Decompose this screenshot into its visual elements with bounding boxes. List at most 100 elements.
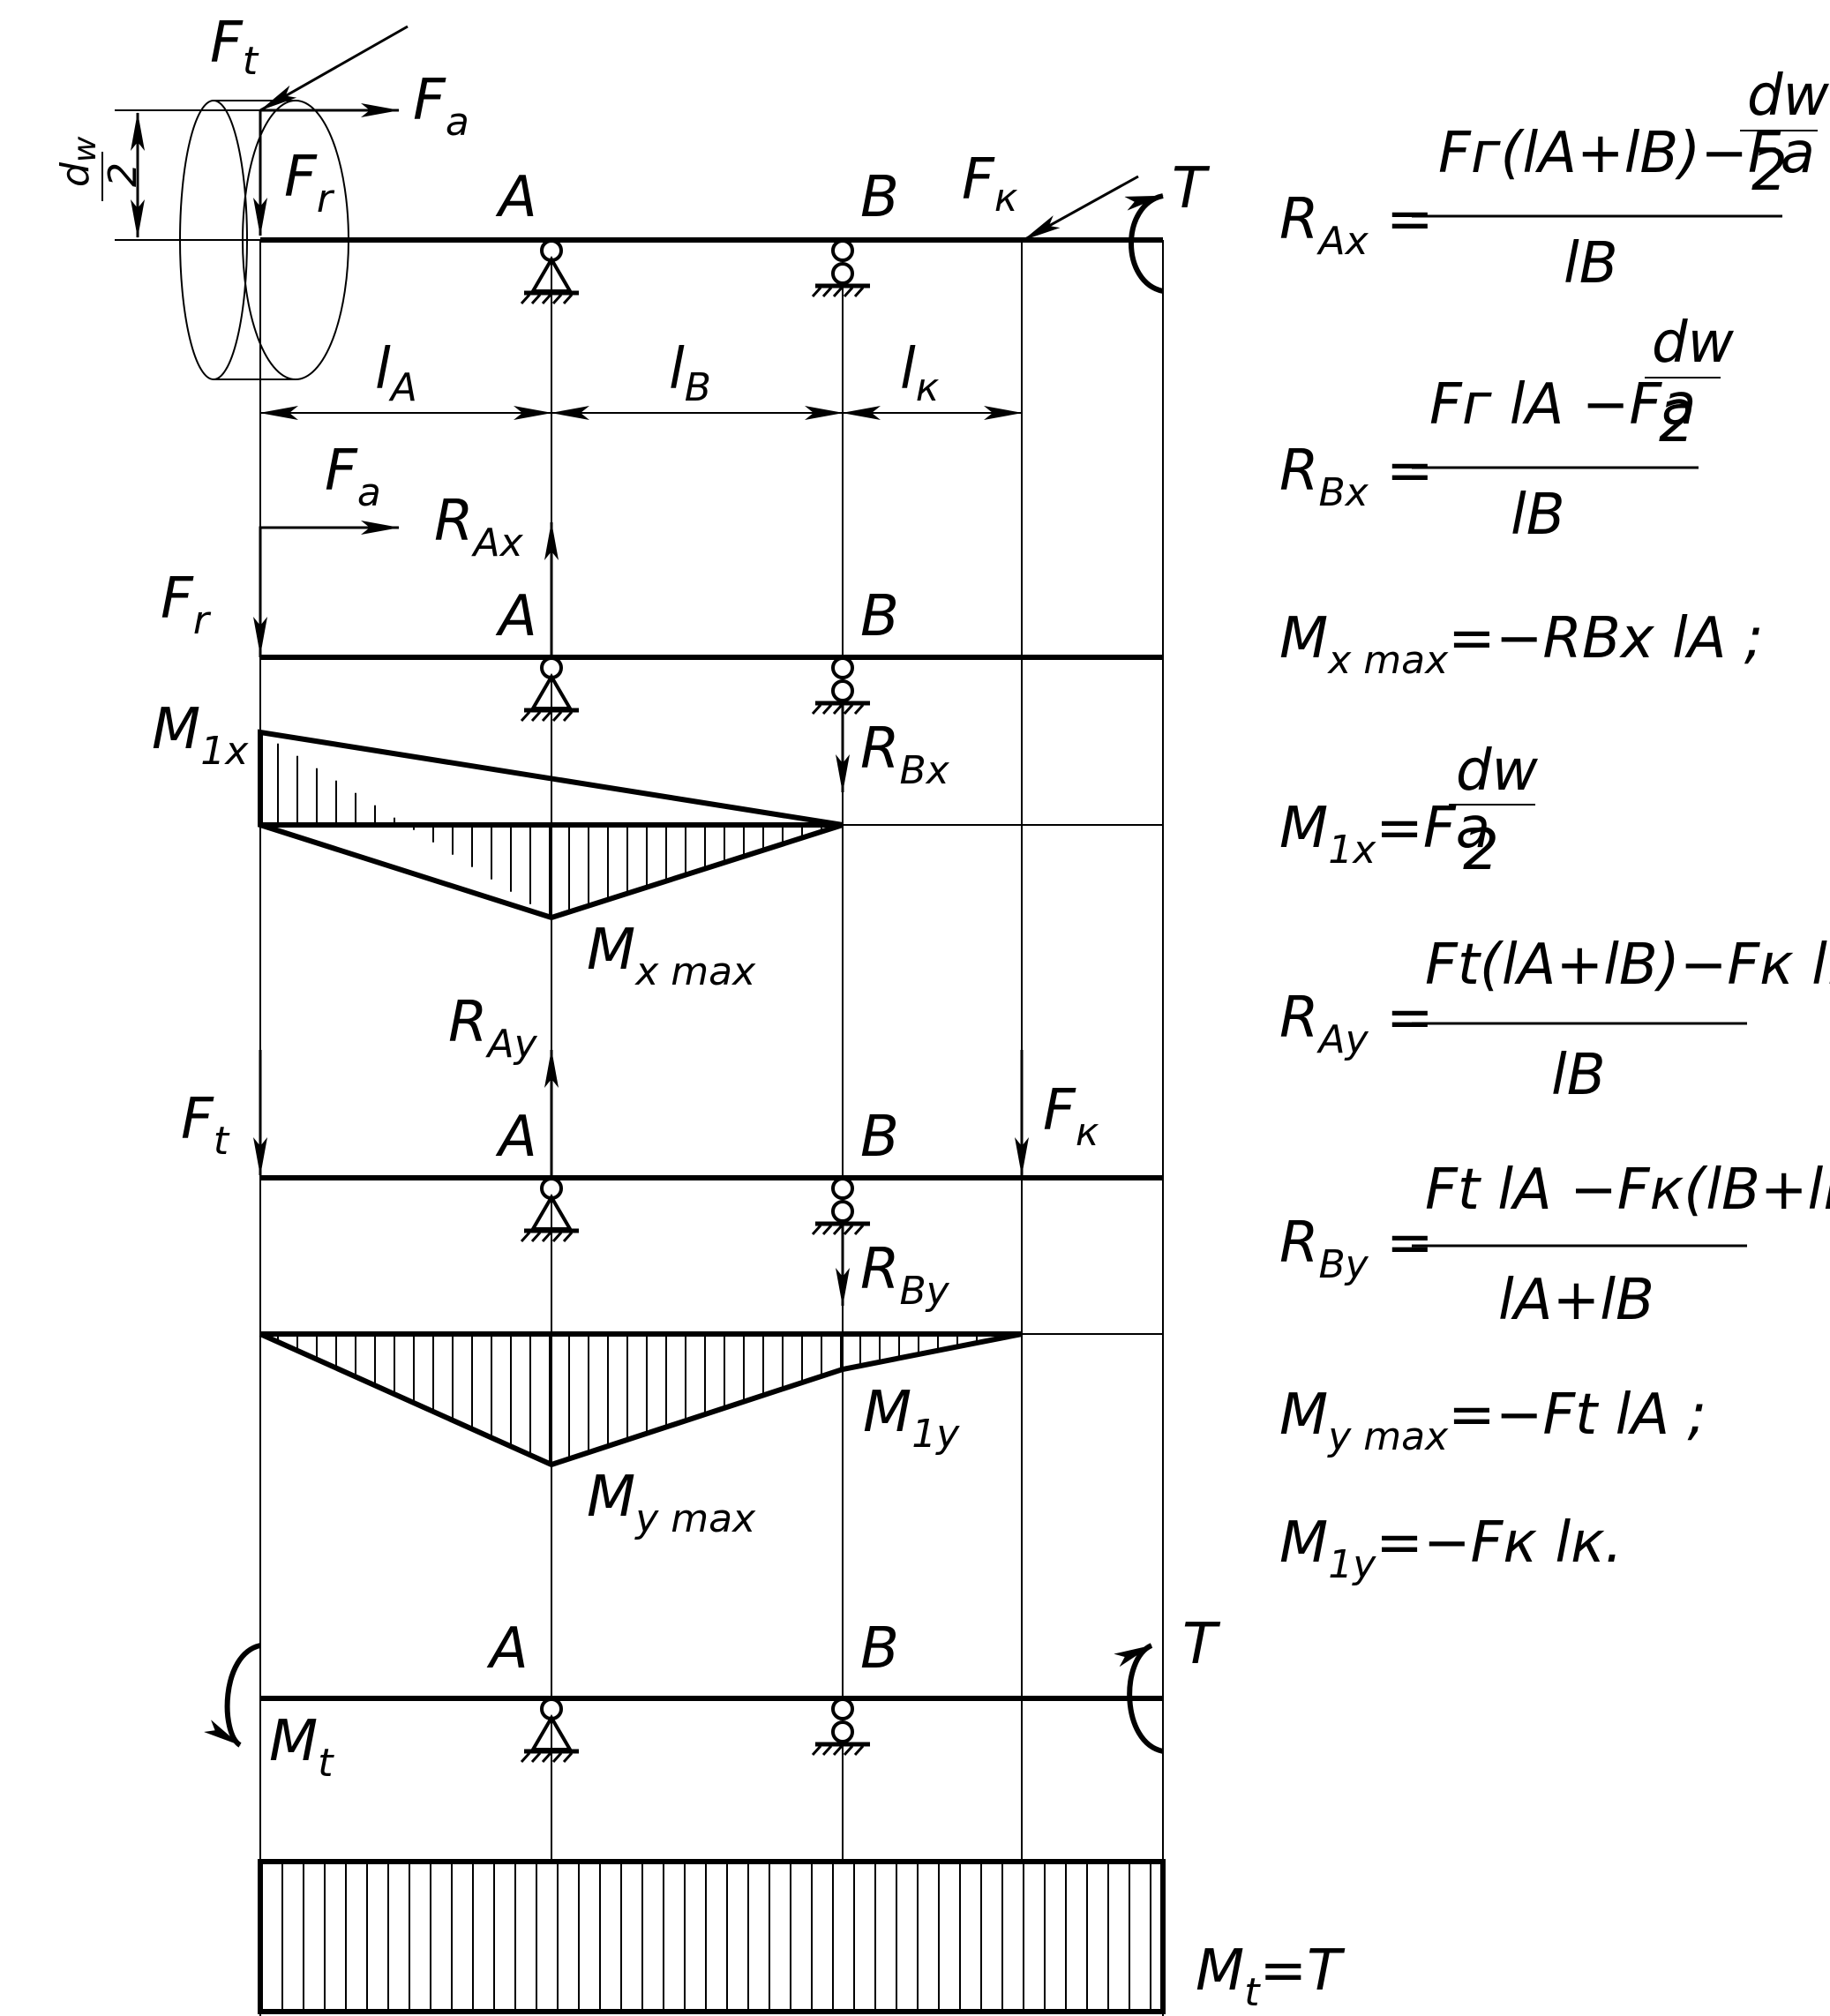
- support-hatch: [853, 703, 865, 716]
- support-hatch: [821, 703, 833, 716]
- label-rbx: RBx: [860, 716, 950, 793]
- support-hatch: [551, 1231, 563, 1243]
- support-hatch: [821, 1744, 833, 1757]
- support-hatch: [811, 1744, 822, 1757]
- support-b-roller-bottom: [831, 262, 854, 285]
- label-fa: Fa: [413, 68, 469, 145]
- support-hatch: [821, 1224, 833, 1236]
- label-m1x: M1x: [152, 697, 249, 774]
- support-hatch: [843, 1224, 854, 1236]
- label-a-1: A: [495, 165, 537, 230]
- label-t-1: T: [1172, 156, 1211, 221]
- label-mymax: My max: [587, 1465, 756, 1541]
- support-b-roller-bottom: [831, 1720, 854, 1743]
- label-lb: lB: [669, 337, 711, 410]
- support-b-roller-bottom: [831, 1200, 854, 1223]
- support-b-roller-top: [831, 1177, 854, 1200]
- label-fr-x: Fr: [161, 566, 212, 643]
- label-t-2: T: [1182, 1612, 1221, 1677]
- support-hatch: [853, 1744, 865, 1757]
- label-ft-y: Ft: [181, 1087, 230, 1164]
- label-la: lA: [375, 337, 417, 410]
- mx-moment-diagram: [258, 729, 844, 921]
- svg-text:Mx max=−RBx lA ;: Mx max=−RBx lA ;: [1279, 606, 1763, 683]
- support-hatch: [530, 1751, 542, 1764]
- formula-rax: RAx = Fг(lA+lB)−Fa dw 2 lB: [1279, 64, 1830, 296]
- support-b-roller-bottom: [831, 679, 854, 702]
- force-fk-arrow: [1023, 175, 1139, 242]
- y-plane-scheme: [253, 1049, 1163, 1307]
- support-hatch: [562, 710, 574, 723]
- support-hatch: [832, 1224, 844, 1236]
- support-hatch: [853, 1224, 865, 1236]
- support-hatch: [520, 710, 531, 723]
- svg-text:M1y=−Fк lк.: M1y=−Fк lк.: [1279, 1510, 1623, 1587]
- svg-text:Ft lA −Fк(lB+lк): Ft lA −Fк(lB+lк): [1425, 1158, 1830, 1223]
- svg-text:2: 2: [1751, 139, 1788, 204]
- torque-scheme: [203, 1643, 1164, 1754]
- support-hatch: [832, 703, 844, 716]
- support-hatch: [821, 286, 833, 298]
- svg-text:lA+lB: lA+lB: [1498, 1268, 1654, 1333]
- svg-text:dw: dw: [1652, 311, 1735, 376]
- svg-text:dw: dw: [1456, 738, 1539, 804]
- support-hatch: [551, 710, 563, 723]
- torque-t-icon-2: [1114, 1643, 1164, 1754]
- formula-mymax: My max=−Ft lA ;: [1279, 1383, 1706, 1459]
- label-b-2: B: [860, 584, 899, 649]
- support-hatch: [541, 1751, 552, 1764]
- svg-text:dw: dw: [1747, 64, 1830, 129]
- svg-text:RAx =: RAx =: [1279, 187, 1434, 264]
- label-mt: Mt: [269, 1709, 334, 1786]
- torque-t-icon: [1124, 193, 1164, 294]
- svg-text:lB: lB: [1551, 1043, 1606, 1108]
- label-b-3: B: [860, 1105, 899, 1170]
- label-a-2: A: [495, 584, 537, 649]
- support-hatch: [541, 710, 552, 723]
- support-hatch: [520, 1751, 531, 1764]
- svg-text:lB: lB: [1511, 483, 1565, 548]
- support-hatch: [843, 1744, 854, 1757]
- label-ft: Ft: [210, 11, 259, 84]
- svg-text:2: 2: [1659, 390, 1695, 455]
- support-hatch: [811, 286, 822, 298]
- formula-rbx: RBx = Fг lA −Fa dw 2 lB: [1279, 311, 1735, 548]
- support-hatch: [520, 293, 531, 305]
- label-rby: RBy: [860, 1237, 950, 1314]
- support-hatch: [551, 1751, 563, 1764]
- support-hatch: [562, 1751, 574, 1764]
- svg-text:M1x=Fa: M1x=Fa: [1279, 796, 1490, 873]
- label-ray: RAy: [448, 990, 538, 1067]
- support-b-roller-top: [831, 239, 854, 262]
- svg-text:2: 2: [101, 162, 146, 187]
- support-hatch: [811, 1224, 822, 1236]
- force-ft-arrow: [259, 25, 409, 112]
- support-hatch: [541, 1231, 552, 1243]
- label-m1y: M1y: [863, 1380, 960, 1457]
- label-a-4: A: [486, 1616, 529, 1682]
- support-hatch: [551, 293, 563, 305]
- support-hatch: [853, 286, 865, 298]
- svg-text:dw: dw: [53, 136, 103, 187]
- svg-text:2: 2: [1463, 818, 1499, 883]
- support-b-roller-top: [831, 1697, 854, 1720]
- label-rax: RAx: [434, 489, 524, 566]
- support-b-roller-top: [831, 656, 854, 679]
- support-hatch: [541, 293, 552, 305]
- support-hatch: [832, 286, 844, 298]
- support-hatch: [843, 286, 854, 298]
- formula-m1y: M1y=−Fк lк.: [1279, 1510, 1623, 1587]
- svg-text:RAy =: RAy =: [1279, 986, 1434, 1062]
- formula-mxmax: Mx max=−RBx lA ;: [1279, 606, 1763, 683]
- label-a-3: A: [495, 1105, 537, 1170]
- support-hatch: [530, 1231, 542, 1243]
- svg-text:Fг(lA+lB)−Fa: Fг(lA+lB)−Fa: [1438, 121, 1815, 186]
- general-scheme: [131, 25, 1164, 380]
- support-hatch: [530, 293, 542, 305]
- label-fk: Fк: [962, 147, 1018, 221]
- construction-lines: [115, 109, 1164, 2016]
- formula-m1x: M1x=Fa dw 2: [1279, 738, 1539, 883]
- my-moment-diagram: [259, 1331, 1023, 1468]
- svg-text:Fг lA −Fa: Fг lA −Fa: [1429, 372, 1696, 438]
- svg-text:RBx =: RBx =: [1279, 438, 1434, 515]
